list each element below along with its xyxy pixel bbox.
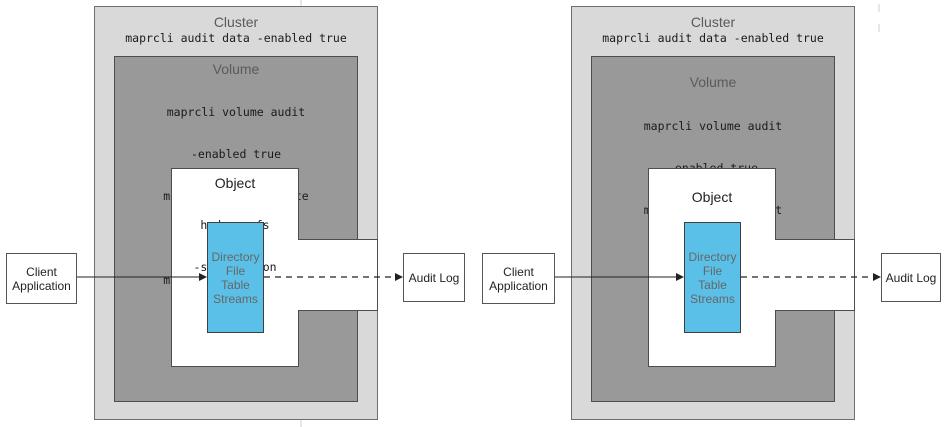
volume-command-line: maprcli volume audit <box>166 105 306 119</box>
volume-title-1: Volume <box>212 61 260 77</box>
object-title-2: Object <box>691 189 733 205</box>
storage-box-1: Directory File Table Streams <box>207 222 264 333</box>
object-notch-1 <box>298 239 378 311</box>
storage-label: Streams <box>213 291 258 306</box>
client-label: Client <box>26 264 57 279</box>
cluster-command-2: maprcli audit data -enabled true <box>602 31 824 45</box>
audit-log-label: Audit Log <box>408 270 460 285</box>
client-label: Application <box>489 278 548 293</box>
storage-label: Streams <box>690 291 735 306</box>
client-label: Client <box>503 264 534 279</box>
storage-box-2: Directory File Table Streams <box>684 222 741 333</box>
audit-log-box-2: Audit Log <box>881 253 941 302</box>
storage-label: File <box>702 263 723 278</box>
object-notch-2 <box>775 239 855 311</box>
audit-log-box-1: Audit Log <box>403 253 465 302</box>
cluster-title-2: Cluster <box>690 14 736 30</box>
storage-label: File <box>225 263 246 278</box>
audit-log-label: Audit Log <box>885 270 937 285</box>
cluster-command-1: maprcli audit data -enabled true <box>125 31 347 45</box>
volume-command-line: -enabled true <box>190 147 281 161</box>
cluster-title-1: Cluster <box>213 14 259 30</box>
storage-label: Directory <box>688 249 737 264</box>
storage-label: Table <box>221 277 250 292</box>
volume-command-line: maprcli volume audit <box>643 119 783 133</box>
object-title-1: Object <box>214 175 256 191</box>
storage-label: Table <box>698 277 727 292</box>
client-label: Application <box>12 278 71 293</box>
storage-label: Directory <box>211 249 260 264</box>
client-application-box-1: Client Application <box>6 253 77 304</box>
volume-title-2: Volume <box>689 74 737 90</box>
client-application-box-2: Client Application <box>482 253 555 304</box>
